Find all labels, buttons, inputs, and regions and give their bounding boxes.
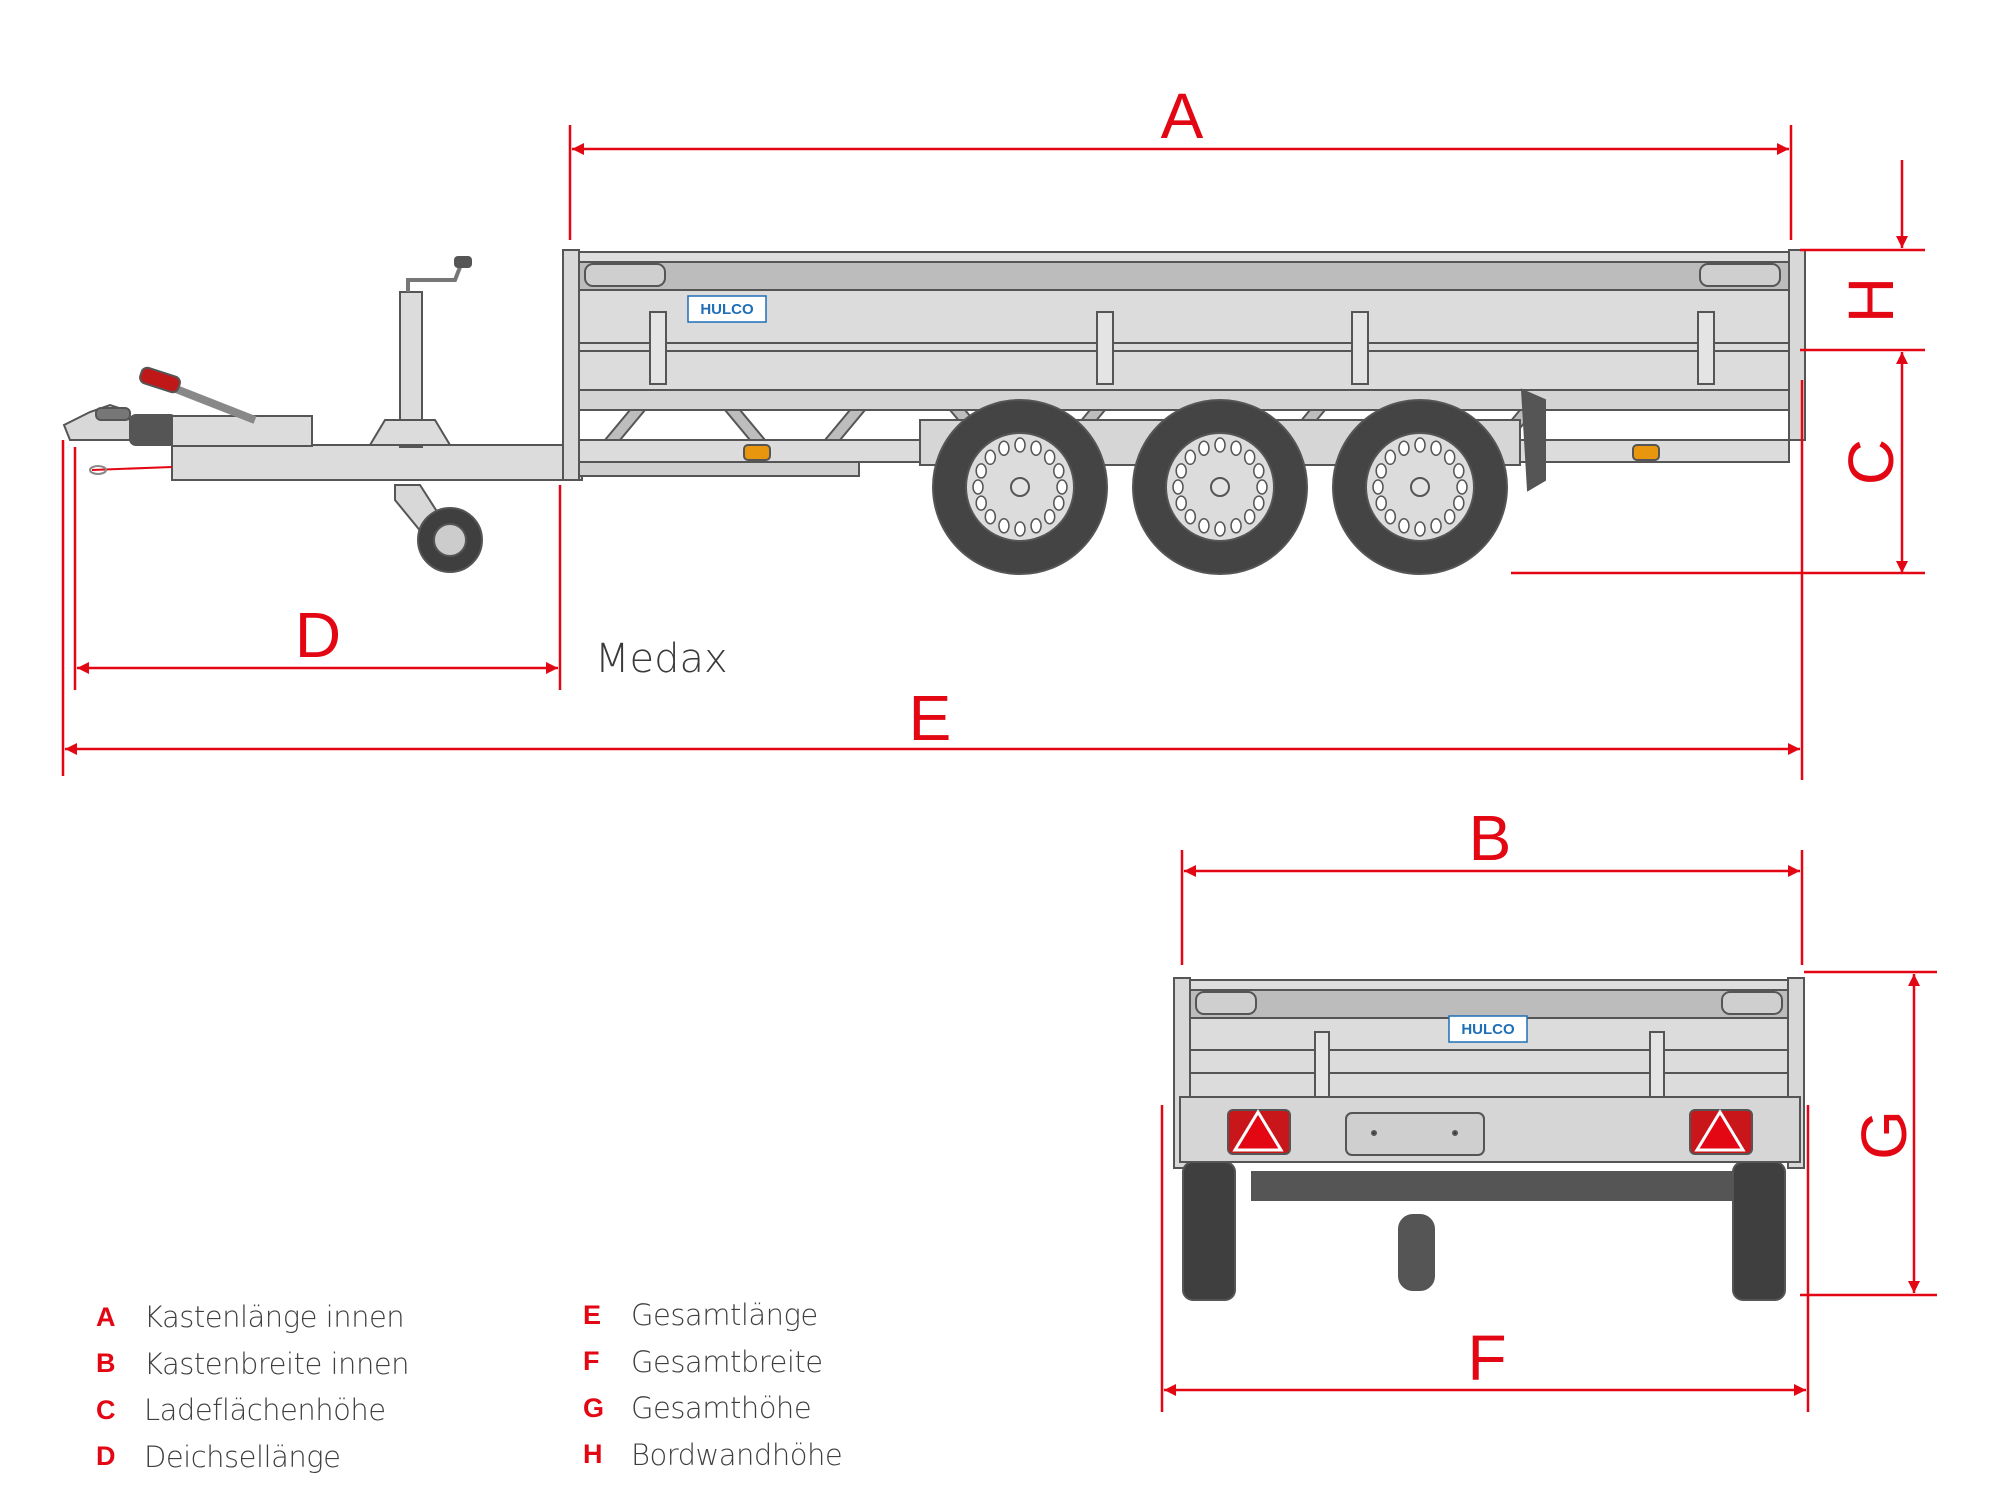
rear-view	[1173, 977, 1805, 1301]
coupling-handle	[95, 407, 131, 421]
coupling-housing	[171, 415, 313, 447]
side-wheel-3	[1332, 399, 1508, 575]
latch-rear	[1699, 263, 1781, 287]
hulco-logo-rear: HULCO	[1448, 1015, 1528, 1043]
svg-text:HULCO: HULCO	[1461, 1021, 1515, 1038]
hulco-logo-side: HULCO	[687, 295, 767, 323]
bellows	[129, 414, 177, 446]
model-name: Medax	[595, 636, 728, 682]
side-view	[62, 249, 1806, 575]
rear-right-wheel	[1732, 1161, 1786, 1301]
side-marker-light-rear	[1632, 444, 1660, 461]
side-marker-light-front	[743, 444, 771, 461]
dim-label-e: E	[909, 682, 952, 754]
handbrake-grip	[139, 366, 181, 394]
dim-label-h: H	[1835, 277, 1907, 323]
front-corner-post	[562, 249, 580, 481]
cargo-box-top-rail	[578, 251, 1790, 263]
latch-front	[584, 263, 666, 287]
dimension-lines	[61, 125, 1937, 1412]
tail-light-right	[1689, 1109, 1753, 1155]
dim-label-b: B	[1469, 802, 1512, 874]
dim-label-c: C	[1835, 439, 1907, 485]
mudguard	[1520, 388, 1546, 492]
jockey-wheel-post	[399, 291, 423, 448]
cargo-box-side-panel	[578, 289, 1790, 391]
cargo-box-upper-panel	[578, 261, 1790, 291]
dimension-labels: A B D E F H C G	[295, 80, 1920, 1394]
side-wheel-2	[1132, 399, 1308, 575]
dim-label-d: D	[295, 599, 341, 671]
rear-top-rail	[1189, 979, 1789, 991]
dim-label-g: G	[1848, 1110, 1920, 1160]
rear-axle	[1251, 1171, 1733, 1201]
dim-label-a: A	[1161, 80, 1204, 152]
side-wheel-1	[932, 399, 1108, 575]
license-plate-area	[1345, 1112, 1485, 1156]
svg-text:HULCO: HULCO	[700, 301, 754, 318]
dim-label-f: F	[1467, 1322, 1506, 1394]
rear-left-wheel	[1182, 1161, 1236, 1301]
tail-light-left	[1227, 1109, 1291, 1155]
jockey-wheel-bracket	[368, 419, 452, 446]
drawbar	[171, 444, 583, 481]
